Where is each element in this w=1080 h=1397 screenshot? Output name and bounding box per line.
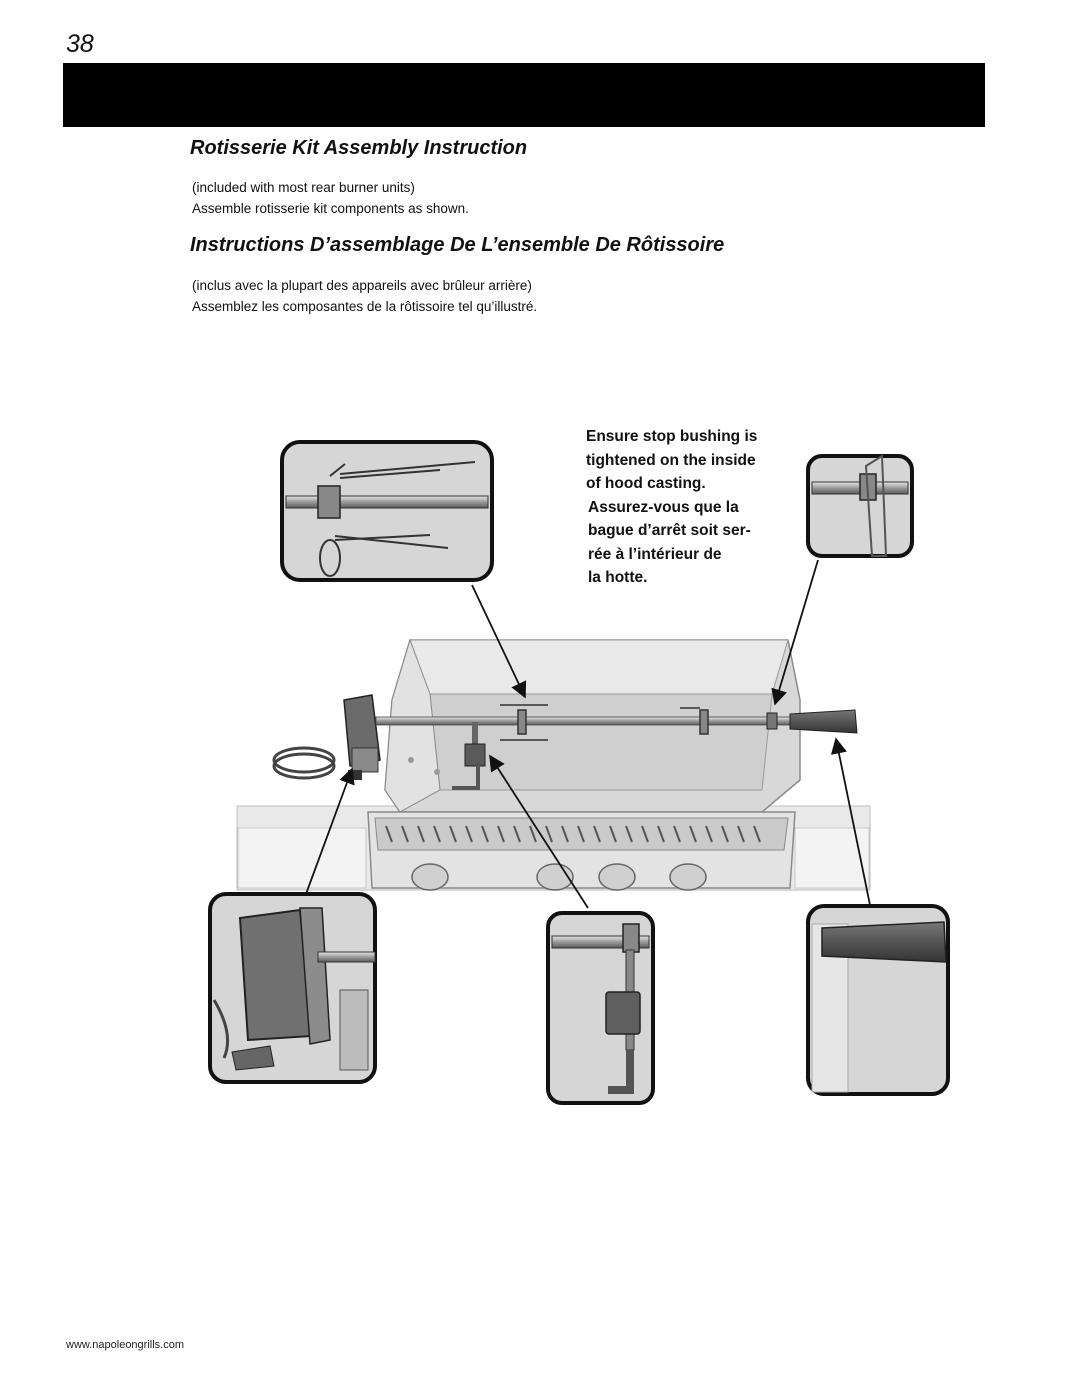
callout-en-line-2: tightened on the inside [586,451,756,469]
english-line-2: Assemble rotisserie kit components as sh… [192,201,469,216]
french-line-1: (inclus avec la plupart des appareils av… [192,278,532,293]
detail-bushing-box [806,454,914,558]
callout-en-line-1: Ensure stop bushing is [586,428,758,445]
detail-handle-box [806,904,950,1096]
callout-fr-line-4: la hotte. [588,569,648,586]
motor-illustration [272,694,381,780]
french-description: (inclus avec la plupart des appareils av… [192,275,537,317]
grill-illustration [236,638,871,891]
footer-url: www.napoleongrills.com [66,1339,184,1351]
leader-arrows [305,559,871,909]
header-bar [63,63,985,127]
stop-bushing-callout: Ensure stop bushing is tightened on the … [586,425,757,590]
callout-fr-line-1: Assurez-vous que la [588,498,739,516]
english-title: Rotisserie Kit Assembly Instruction [190,137,528,159]
callout-en-line-3: of hood casting. [586,475,706,492]
callout-fr-line-2: bague d’arrêt soit ser- [588,522,751,539]
english-description: (included with most rear burner units) A… [192,177,469,219]
detail-forks-box [280,440,494,582]
french-line-2: Assemblez les composantes de la rôtissoi… [192,299,538,314]
counterbalance-illustration [452,722,486,790]
detail-counterbalance-box [546,911,655,1105]
callout-fr-line-3: rée à l’intérieur de [588,545,722,563]
detail-motor-box [208,892,377,1084]
page-number: 38 [66,30,94,58]
english-line-1: (included with most rear burner units) [192,180,415,195]
french-title: Instructions D’assemblage De L’ensemble … [190,234,725,256]
